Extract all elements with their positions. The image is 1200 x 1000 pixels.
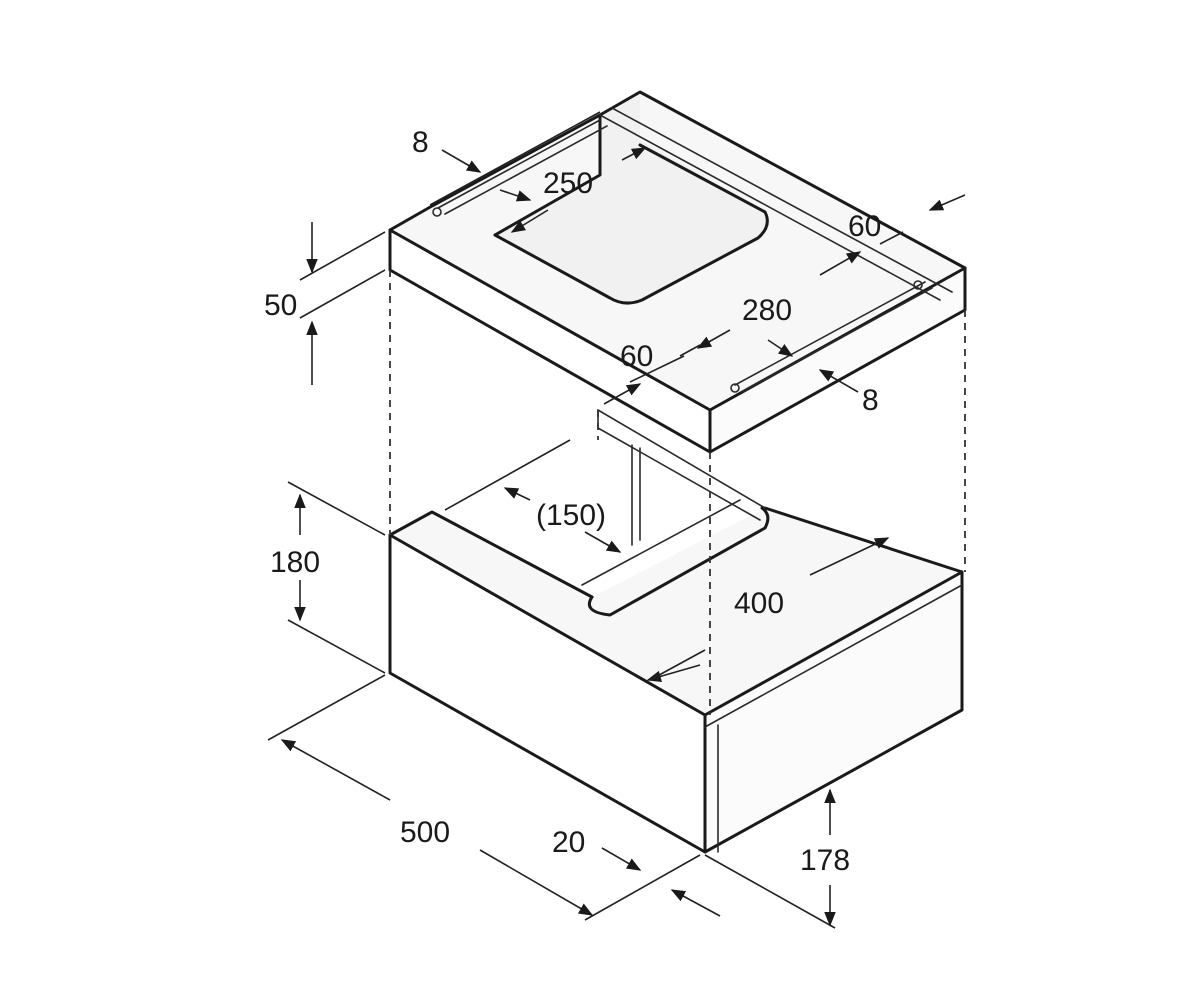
- dim-8-right-upper: [767, 339, 794, 357]
- lid-groove-left: [437, 119, 601, 209]
- label-50: 50: [264, 289, 297, 322]
- screw-hole-front: [730, 383, 740, 393]
- lid-block: [388, 90, 967, 454]
- dim-60-front-line: [629, 355, 685, 383]
- base-top-left-edge: [388, 510, 594, 599]
- lid-front-face: [390, 230, 710, 452]
- base-front-face: [390, 535, 705, 852]
- base-rim-line: [704, 584, 963, 728]
- dim-400-lower: [646, 664, 701, 682]
- lid-side-face: [710, 268, 965, 452]
- lid-groove-line-2: [741, 287, 933, 393]
- lid-rim-line: [599, 114, 941, 301]
- ext-500-right: [584, 854, 701, 921]
- base-side-face: [705, 572, 962, 852]
- dim-280-upper: [819, 251, 862, 276]
- base-inner-edge-2: [597, 427, 761, 521]
- ext-50-bottom: [299, 269, 386, 319]
- base-top-face: [390, 508, 962, 715]
- base-notch-edge: [587, 506, 770, 617]
- lid-groove-left-2: [444, 125, 608, 215]
- dim-60-right-line: [879, 231, 904, 245]
- lid-groove-line: [734, 281, 926, 386]
- label-8-left: 8: [412, 126, 429, 159]
- dim-400-line: [649, 649, 706, 681]
- dim-150-lower: [584, 531, 622, 553]
- label-400: 400: [734, 587, 784, 620]
- base-top-back-edge: [763, 506, 964, 574]
- screw-hole-left: [432, 207, 442, 217]
- projection-lines: [389, 270, 966, 715]
- label-178: 178: [800, 844, 850, 877]
- dimension-labels: 8 250 60 50 280 60 8 (150) 180 400 500 2…: [264, 126, 881, 877]
- dim-8-left-arrow: [441, 149, 482, 173]
- label-150: (150): [536, 499, 606, 532]
- ext-8-left: [429, 111, 601, 206]
- dim-280-ext: [679, 344, 701, 357]
- ext-180-top: [287, 481, 386, 536]
- dimension-lines: [267, 111, 966, 929]
- lid-rim-line-2: [611, 107, 953, 293]
- dim-20-left: [601, 847, 642, 871]
- dim-280-lower: [696, 329, 731, 349]
- label-180: 180: [270, 546, 320, 579]
- dim-250-upper: [499, 189, 532, 202]
- base-inner-edge: [597, 409, 766, 509]
- ext-150-left: [444, 439, 571, 511]
- label-250: 250: [543, 167, 593, 200]
- base-block: [388, 409, 964, 854]
- ext-500-left: [267, 674, 386, 741]
- label-60-right: 60: [848, 210, 881, 243]
- label-20: 20: [552, 826, 585, 859]
- screw-hole-right: [913, 280, 923, 290]
- label-500: 500: [400, 816, 450, 849]
- lid-recess-wall: [493, 113, 602, 237]
- label-280: 280: [742, 294, 792, 327]
- ext-180-bottom: [287, 619, 386, 674]
- dim-150-upper: [503, 487, 531, 501]
- base-recess-floor: [581, 499, 741, 586]
- dim-20-right: [670, 889, 721, 917]
- label-60-front: 60: [620, 340, 653, 373]
- lid-recess-edge: [493, 143, 769, 305]
- label-8-right: 8: [862, 384, 879, 417]
- lid-recess: [495, 92, 767, 303]
- dim-250-ref: [621, 147, 647, 161]
- dim-500-right: [479, 849, 594, 916]
- dim-60-front-arrow: [603, 383, 642, 405]
- dim-400-upper: [809, 537, 890, 576]
- dim-8-right-lower: [818, 369, 859, 393]
- ext-178-bottom: [704, 854, 836, 929]
- dim-250-lower: [510, 209, 549, 233]
- dim-60-right-arrow: [928, 194, 966, 211]
- dim-500-left: [280, 739, 391, 801]
